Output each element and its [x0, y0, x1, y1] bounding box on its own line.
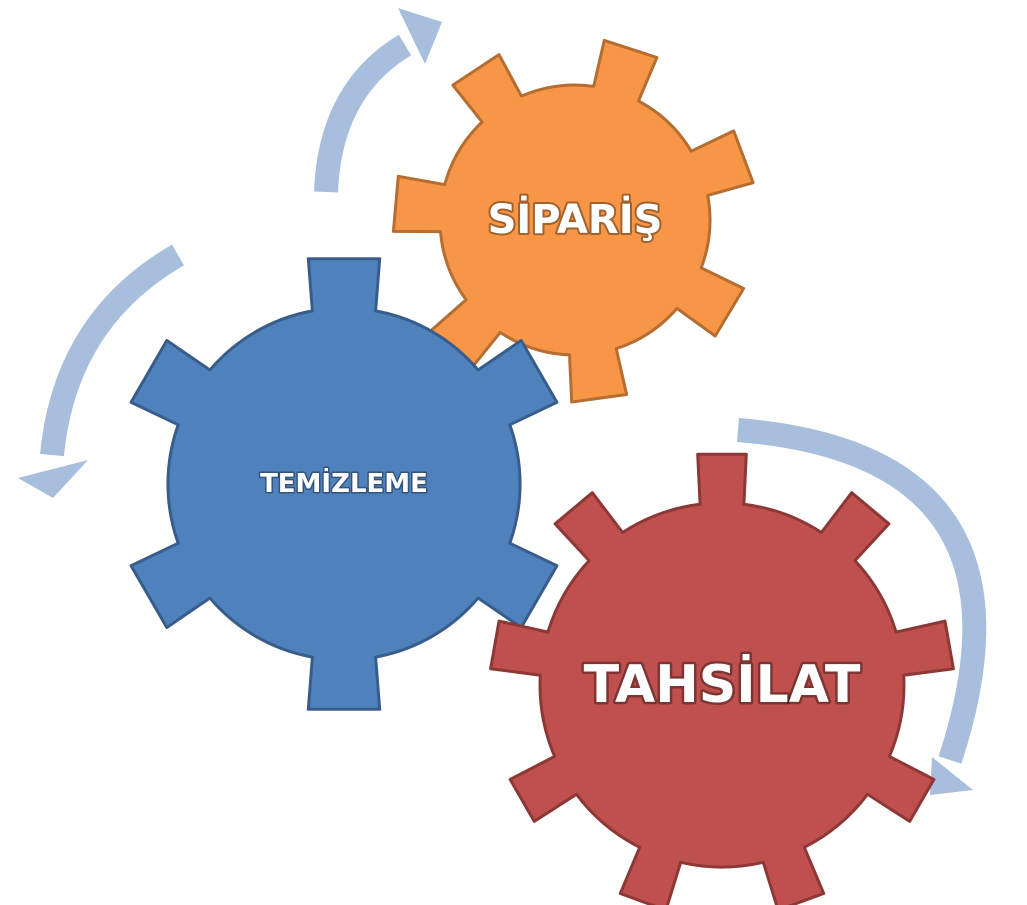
gear-temizleme-label: TEMİZLEME — [260, 467, 428, 499]
curved-arrow-icon — [314, 8, 442, 193]
arrow-head — [18, 460, 88, 498]
arrow-body — [737, 418, 987, 764]
arrow-head — [930, 757, 973, 795]
curved-arrow-icon — [737, 418, 987, 795]
gear-tahsilat-label: TAHSİLAT — [584, 654, 861, 715]
gear-tahsilat: TAHSİLAT — [489, 452, 955, 905]
gear-siparis-shape — [391, 38, 755, 404]
arrow-head — [398, 8, 442, 64]
cycle-arrows — [18, 8, 987, 795]
curved-arrow-icon — [18, 244, 185, 498]
gear-temizleme-shape — [129, 257, 559, 711]
arrow-body — [314, 34, 412, 193]
gear-temizleme: TEMİZLEME — [129, 257, 559, 711]
arrow-body — [40, 244, 185, 457]
gear-siparis: SİPARİŞ — [391, 38, 755, 404]
gear-siparis-label: SİPARİŞ — [488, 195, 663, 243]
gear-tahsilat-shape — [489, 452, 955, 905]
